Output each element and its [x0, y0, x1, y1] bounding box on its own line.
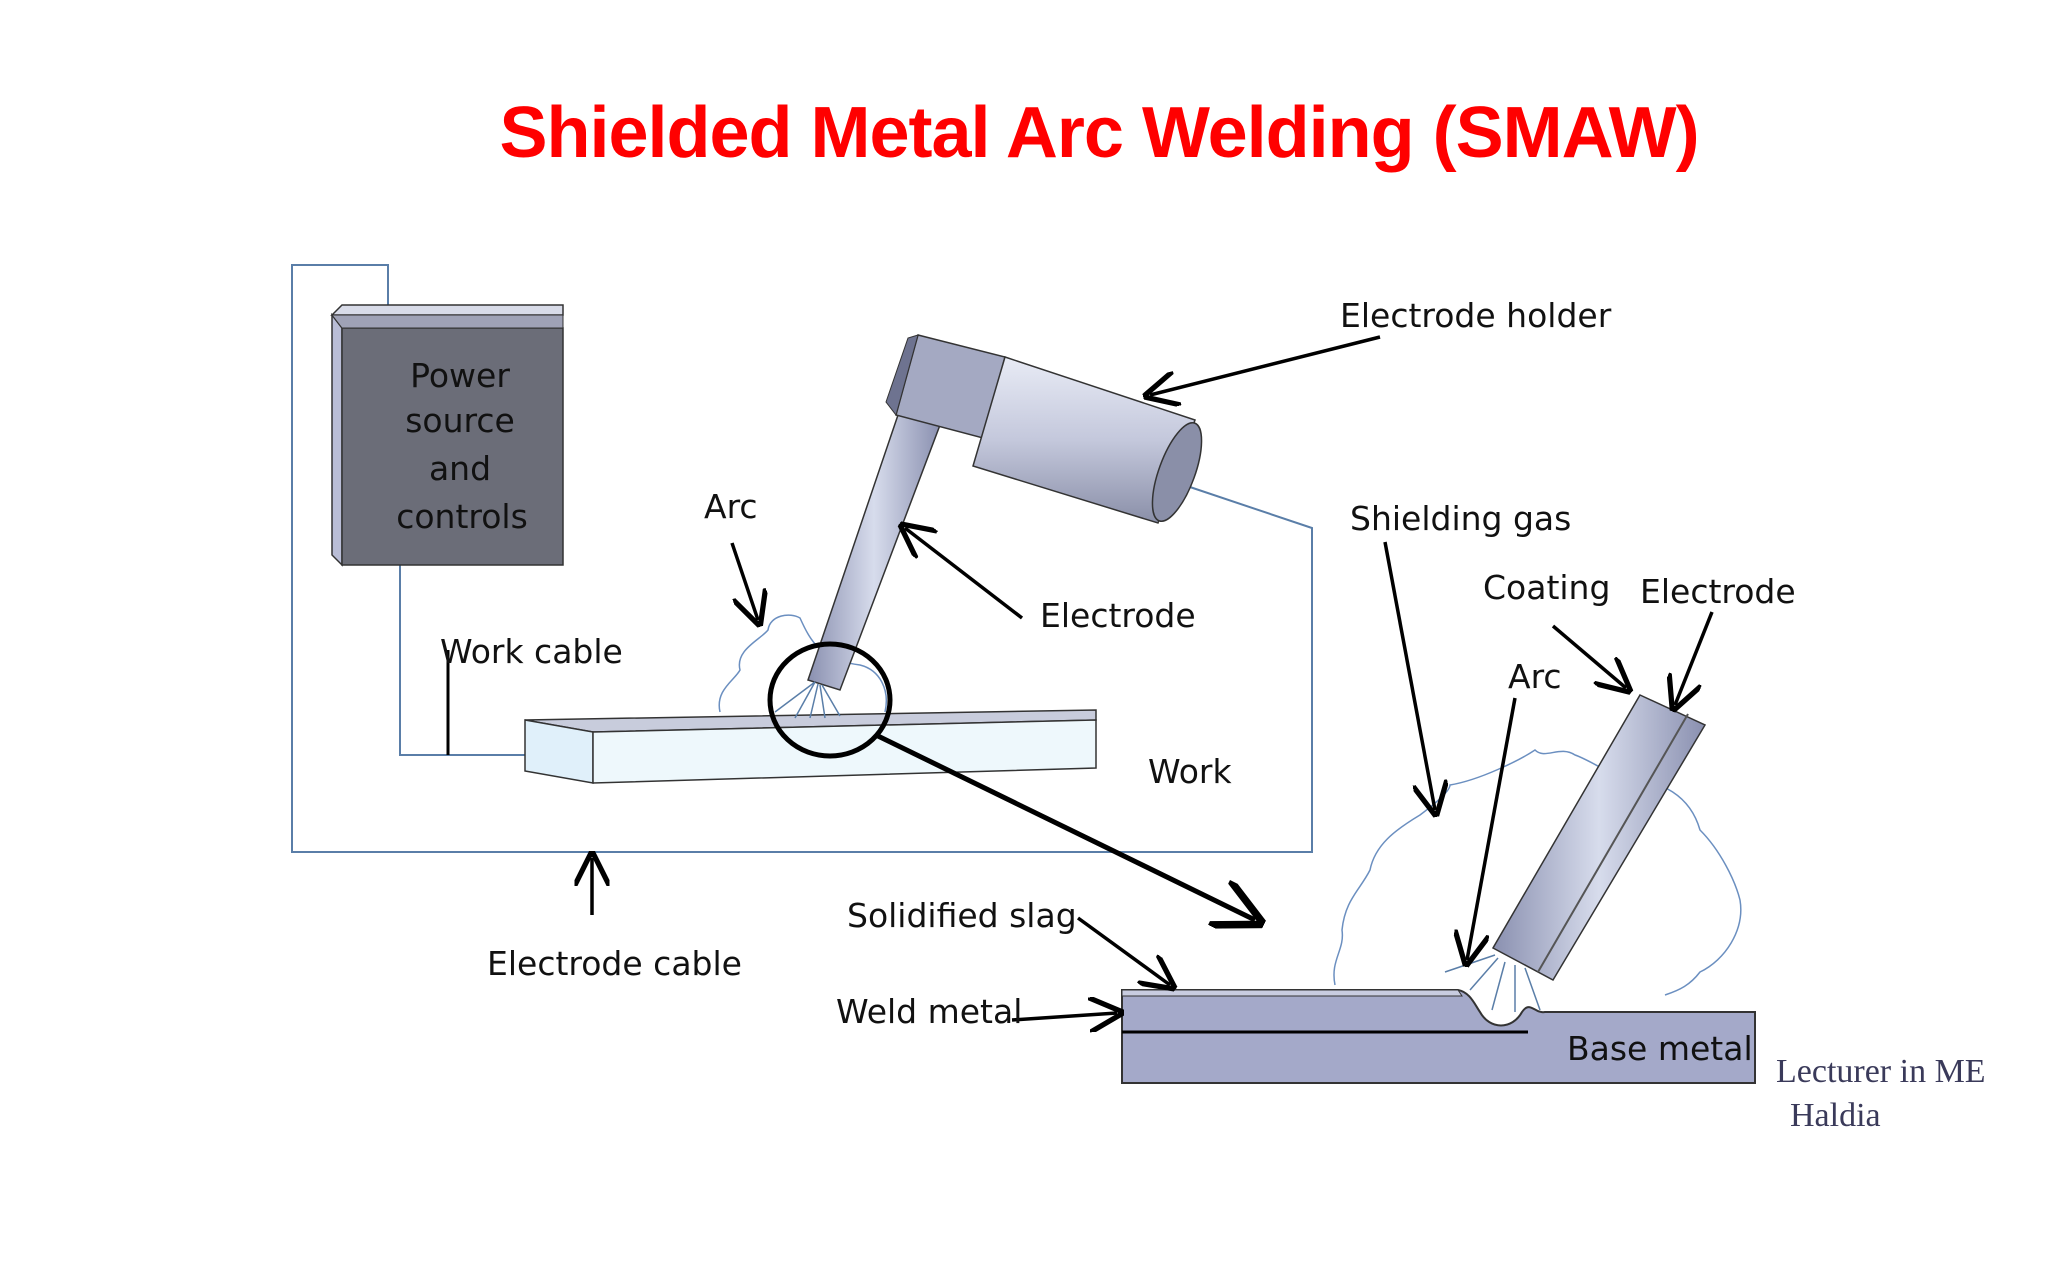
arrow-electrode-holder — [1150, 335, 1381, 395]
arrow-coating — [1551, 624, 1626, 688]
electrode-left — [807, 414, 942, 691]
arrow-solidified-slag — [1076, 916, 1170, 985]
arc-rays-left — [774, 681, 841, 719]
magnify-circle — [767, 641, 893, 759]
work-cable-label: Work cable — [440, 632, 623, 671]
electrode-cable-label: Electrode cable — [487, 944, 742, 983]
arc-label-right: Arc — [1508, 657, 1562, 696]
weld-metal-label: Weld metal — [836, 992, 1022, 1031]
arrow-weld-metal — [1011, 1013, 1117, 1020]
electrode-right — [1491, 694, 1707, 981]
shielding-gas-cloud-left — [718, 614, 887, 713]
arrow-arc-right — [1467, 697, 1517, 960]
power-source-label-4: controls — [396, 497, 528, 536]
power-source-label-1: Power — [410, 356, 510, 395]
arrow-electrode-right — [1675, 611, 1714, 705]
electrode-holder-label: Electrode holder — [1340, 296, 1612, 335]
solidified-slag-label: Solidified slag — [847, 896, 1077, 935]
power-source-label-2: source — [405, 401, 515, 440]
credit-line-2: Haldia — [1790, 1097, 1881, 1134]
power-source-box: Power source and controls — [330, 304, 564, 567]
page-title: Shielded Metal Arc Welding (SMAW) — [499, 93, 1699, 173]
shielding-gas-cloud-right — [1333, 749, 1742, 996]
work-cable-wire — [399, 565, 525, 756]
arc-label-left: Arc — [704, 487, 758, 526]
electrode-cable-wire — [291, 264, 1313, 853]
shielding-gas-label: Shielding gas — [1350, 499, 1571, 538]
circuit-wires — [291, 264, 1313, 853]
arrow-shielding-gas — [1383, 541, 1435, 810]
work-piece — [524, 709, 1097, 784]
electrode-label-right: Electrode — [1640, 572, 1796, 611]
arrow-arc-left — [730, 542, 758, 620]
power-source-label-3: and — [429, 449, 491, 488]
work-label: Work — [1148, 752, 1232, 791]
coating-label: Coating — [1483, 568, 1610, 607]
magnify-arrow — [876, 733, 1255, 920]
arrow-electrode-left — [905, 528, 1024, 620]
base-metal-label: Base metal — [1567, 1029, 1753, 1068]
electrode-label-left: Electrode — [1040, 596, 1196, 635]
pointer-arrows — [592, 335, 1714, 1020]
electrode-holder — [885, 334, 1203, 524]
credit-line-1: Lecturer in ME — [1776, 1053, 1986, 1090]
base-metal-detail — [1121, 989, 1756, 1084]
